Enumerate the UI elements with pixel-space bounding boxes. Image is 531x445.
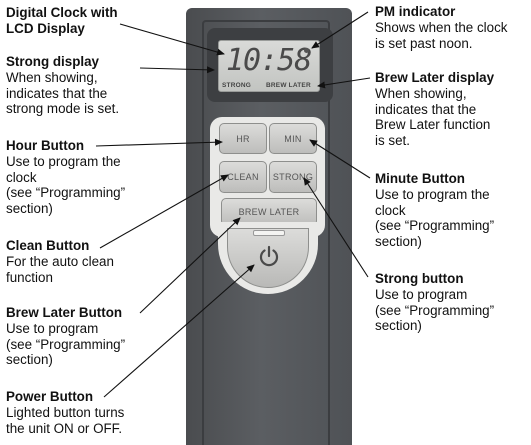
pm-indicator-dot (304, 48, 309, 53)
label-strong-display-title: Strong display (6, 54, 100, 69)
label-minute-button-title: Minute Button (375, 171, 465, 186)
power-icon (259, 245, 279, 267)
label-brew-later-display-desc: Brew Later function (375, 117, 491, 133)
label-strong-display-desc: strong mode is set. (6, 101, 120, 117)
label-digital-clock: Digital Clock with LCD Display (6, 5, 118, 37)
label-hour-button-desc: Use to program the (6, 153, 121, 169)
label-strong-button-desc: Use to program (375, 286, 468, 302)
label-strong-button-desc: section) (375, 318, 422, 334)
label-clean-button: Clean Button For the auto clean function (6, 238, 114, 285)
control-panel-frame (202, 20, 330, 445)
hr-button[interactable]: HR (219, 123, 267, 154)
lcd-display (218, 40, 320, 92)
label-strong-button: Strong button Use to program (see “Progr… (375, 271, 494, 334)
label-hour-button: Hour Button Use to program the clock (se… (6, 138, 125, 217)
label-power-button-desc: the unit ON or OFF. (6, 420, 123, 436)
label-brew-later-button-desc: Use to program (6, 320, 99, 336)
label-minute-button-desc: section) (375, 234, 422, 250)
label-hour-button-desc: section) (6, 201, 53, 217)
label-brew-later-button-desc: (see “Programming” (6, 336, 126, 352)
callout-line-power-button (103, 264, 255, 398)
label-pm-indicator-desc: is set past noon. (375, 35, 473, 51)
label-brew-later-button: Brew Later Button Use to program (see “P… (6, 305, 125, 368)
lcd-time: 10:58 (226, 43, 312, 78)
callout-line-pm-indicator (311, 11, 369, 49)
label-brew-later-display-desc: is set. (375, 133, 410, 149)
label-strong-display-desc: indicates that the (6, 85, 108, 101)
label-power-button-desc: Lighted button turns (6, 404, 125, 420)
lcd-brew-later-indicator: BREW LATER (266, 82, 311, 89)
callout-line-brew-later-button (139, 217, 241, 314)
label-brew-later-button-desc: section) (6, 352, 53, 368)
callout-line-strong-button (303, 177, 369, 278)
callout-line-digital-clock (119, 23, 225, 56)
callout-line-minute-button (309, 139, 371, 179)
label-clean-button-title: Clean Button (6, 238, 90, 253)
label-minute-button: Minute Button Use to program the clock (… (375, 171, 494, 250)
callout-line-hour-button (95, 138, 223, 147)
min-button[interactable]: MIN (269, 123, 317, 154)
label-brew-later-display: Brew Later display When showing, indicat… (375, 70, 494, 149)
label-hour-button-desc: clock (6, 169, 37, 185)
label-brew-later-display-desc: When showing, (375, 85, 467, 101)
label-strong-button-title: Strong button (375, 271, 464, 286)
label-power-button-title: Power Button (6, 389, 94, 404)
label-minute-button-desc: clock (375, 202, 406, 218)
lcd-strong-indicator: STRONG (222, 82, 252, 89)
label-hour-button-title: Hour Button (6, 138, 85, 153)
label-digital-clock-title-1: Digital Clock with (6, 5, 118, 20)
label-pm-indicator-title: PM indicator (375, 4, 456, 19)
label-brew-later-display-desc: indicates that the (375, 101, 477, 117)
label-brew-later-display-title: Brew Later display (375, 70, 495, 85)
label-strong-display-desc: When showing, (6, 69, 98, 85)
label-pm-indicator-desc: Shows when the clock (375, 19, 508, 35)
callout-line-clean-button (99, 174, 229, 249)
callout-line-brew-later-display (317, 77, 371, 89)
power-button-light (253, 230, 285, 236)
callout-line-strong-display (139, 66, 215, 74)
label-strong-display: Strong display When showing, indicates t… (6, 54, 119, 117)
label-minute-button-desc: (see “Programming” (375, 218, 495, 234)
label-hour-button-desc: (see “Programming” (6, 185, 126, 201)
label-brew-later-button-title: Brew Later Button (6, 305, 123, 320)
label-clean-button-desc: For the auto clean (6, 253, 114, 269)
strong-button[interactable]: STRONG (269, 161, 317, 193)
label-clean-button-desc: function (6, 269, 53, 285)
label-minute-button-desc: Use to program the (375, 186, 490, 202)
label-digital-clock-title-2: LCD Display (6, 20, 85, 36)
label-strong-button-desc: (see “Programming” (375, 302, 495, 318)
label-power-button: Power Button Lighted button turns the un… (6, 389, 124, 436)
label-pm-indicator: PM indicator Shows when the clock is set… (375, 4, 508, 51)
